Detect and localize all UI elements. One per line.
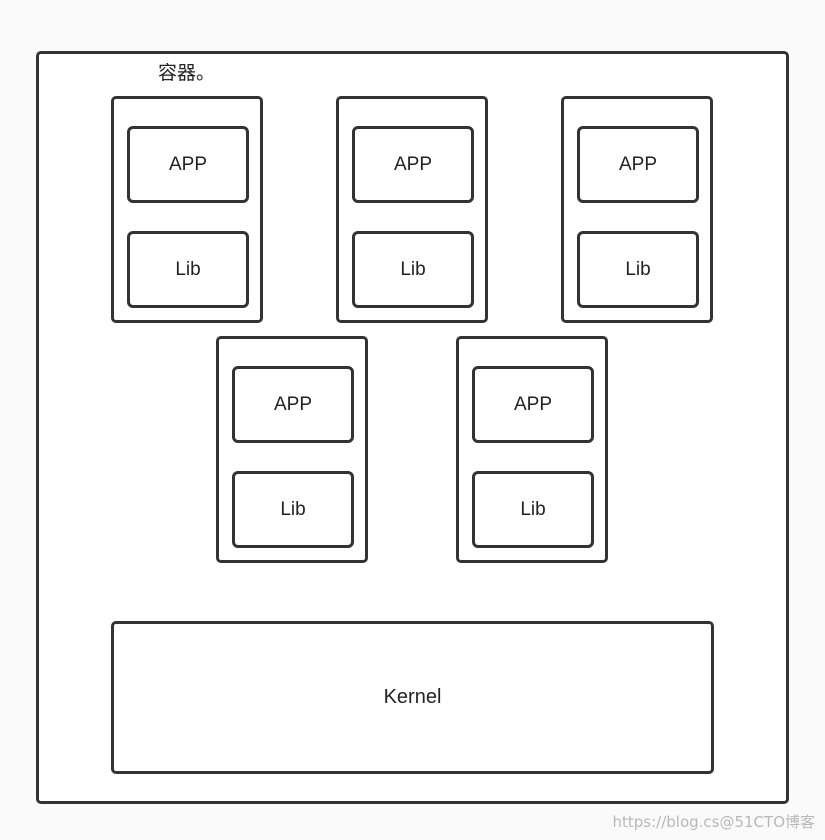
- lib-box: Lib: [472, 471, 594, 548]
- kernel-box: Kernel: [111, 621, 714, 774]
- app-box: APP: [352, 126, 474, 203]
- container-2: APP Lib: [336, 96, 488, 323]
- container-4: APP Lib: [216, 336, 368, 563]
- watermark: https://blog.cs@51CTO博客: [612, 813, 815, 831]
- app-box: APP: [577, 126, 699, 203]
- container-1: APP Lib: [111, 96, 263, 323]
- lib-box: Lib: [352, 231, 474, 308]
- lib-box: Lib: [577, 231, 699, 308]
- lib-box: Lib: [232, 471, 354, 548]
- container-5: APP Lib: [456, 336, 608, 563]
- app-box: APP: [127, 126, 249, 203]
- app-box: APP: [472, 366, 594, 443]
- container-3: APP Lib: [561, 96, 713, 323]
- lib-box: Lib: [127, 231, 249, 308]
- container-label: 容器。: [158, 62, 216, 84]
- app-box: APP: [232, 366, 354, 443]
